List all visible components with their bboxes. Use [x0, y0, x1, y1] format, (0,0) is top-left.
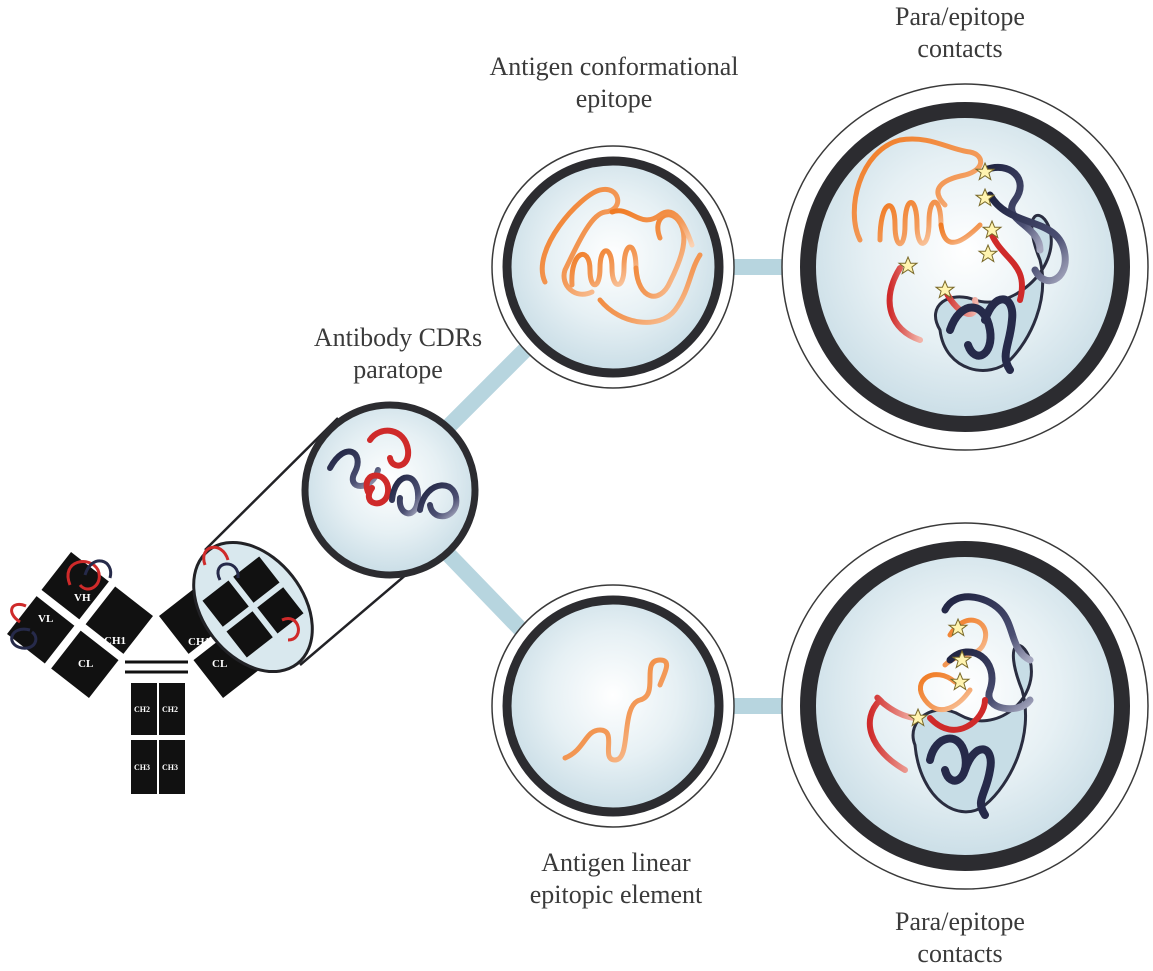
fc-region [131, 683, 185, 794]
label-contacts-top-line1: Para/epitope [895, 2, 1025, 31]
label-paratope-line1: Antibody CDRs [314, 323, 482, 352]
diagram-labels: Antibody CDRs paratope Antigen conformat… [314, 2, 1025, 968]
domain-ch1-right: CH1 [188, 636, 210, 648]
label-contacts-top-line2: contacts [917, 34, 1002, 63]
label-contacts-bottom-line2: contacts [917, 939, 1002, 968]
fab-magnified-domains [202, 556, 304, 658]
label-paratope-line2: paratope [353, 355, 443, 384]
domain-vl-left: VL [38, 613, 53, 625]
domain-vh-left: VH [74, 592, 91, 604]
domain-ch3-b: CH3 [162, 763, 178, 772]
label-contacts-bottom-line1: Para/epitope [895, 907, 1025, 936]
domain-cl-right: CL [212, 658, 227, 670]
label-conformational-line1: Antigen conformational [489, 52, 738, 81]
domain-ch3-a: CH3 [134, 763, 150, 772]
label-conformational-line2: epitope [576, 84, 653, 113]
domain-cl-left: CL [78, 658, 93, 670]
contacts-circle-top [781, 83, 1149, 451]
label-linear-line1: Antigen linear [541, 848, 691, 877]
fab-left [7, 552, 153, 698]
complex-top [851, 136, 1069, 374]
hinge [125, 660, 188, 674]
contacts-circle-bottom [781, 522, 1149, 890]
conformational-epitope-circle [491, 145, 735, 389]
paratope-circle [301, 401, 479, 579]
label-linear-line2: epitopic element [530, 880, 703, 909]
antigen-fold-conformational [539, 186, 703, 325]
domain-ch1-left: CH1 [104, 635, 126, 647]
fab-magnified-ellipse [192, 540, 314, 674]
cdr-loops-left [10, 559, 113, 650]
domain-ch2-b: CH2 [162, 705, 178, 714]
complex-bottom [866, 593, 1034, 819]
linear-epitope-circle [491, 584, 735, 828]
antigen-linear-strand [562, 657, 670, 763]
domain-ch2-a: CH2 [134, 705, 150, 714]
